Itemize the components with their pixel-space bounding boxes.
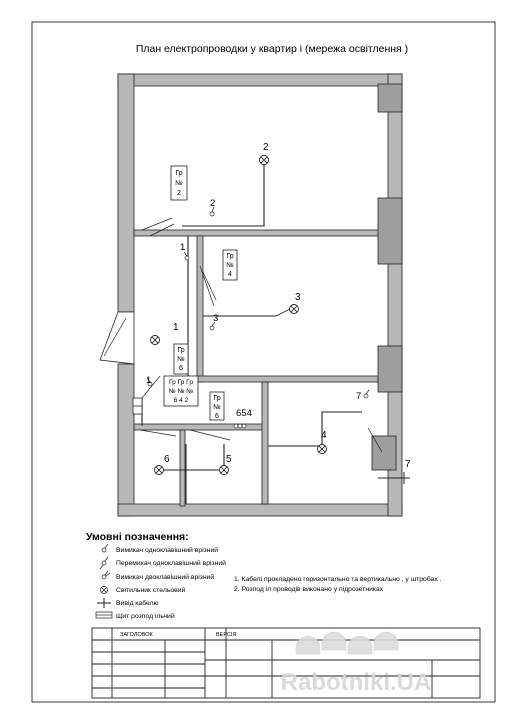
- svg-text:2: 2: [177, 190, 181, 197]
- ceiling-lamp-icon: [154, 465, 164, 475]
- triple-switch-icon: [233, 423, 247, 429]
- legend-label-3: Вимикач двоклавішний врізний: [116, 573, 214, 581]
- svg-text:№: №: [226, 262, 234, 269]
- single-switch-icon: [146, 377, 153, 387]
- switches: [146, 206, 370, 429]
- switch-label-2: 2: [210, 198, 215, 209]
- window-2: [377, 197, 403, 265]
- single-switch-icon: [183, 251, 190, 261]
- lamp-label-6: 6: [164, 454, 170, 465]
- legend-label-4: Світильник стельовий: [116, 586, 186, 594]
- group-box-gr6b: Гр № 6: [209, 391, 225, 421]
- notes: 1. Кабелі прокладено горизонтально та ве…: [234, 575, 442, 593]
- legend-label-2: Перемикач одноклавішний врізний: [116, 559, 226, 567]
- stamp-cell-b: ВЕРСІЯ: [216, 632, 236, 638]
- group-box-gr2: Гр № 2: [170, 165, 188, 201]
- cable-exit-icon: [97, 598, 111, 608]
- svg-text:4: 4: [228, 271, 232, 278]
- wiring-lines: [141, 162, 404, 504]
- title-block: [91, 627, 481, 699]
- distribution-board-icon: [95, 611, 113, 619]
- switch-label-1b: 1: [146, 375, 151, 386]
- svg-text:Гр: Гр: [213, 395, 220, 402]
- pass-switch-icon: [99, 556, 109, 570]
- lamp-label-2: 2: [263, 142, 269, 153]
- svg-text:Гр: Гр: [226, 253, 233, 260]
- svg-text:№: №: [175, 180, 183, 187]
- svg-text:6: 6: [179, 365, 183, 372]
- ceiling-lamps: [150, 155, 327, 475]
- group-box-gr642: Гр Гр Гр № № № 6 4 2: [163, 375, 199, 407]
- switch-label-1a: 1: [180, 242, 185, 253]
- interior-doors: [139, 217, 383, 453]
- single-switch-icon: [363, 389, 370, 399]
- legend-label-5: Вивід кабелю: [116, 599, 159, 607]
- ceiling-lamp-icon: [317, 444, 327, 454]
- window-3: [377, 345, 403, 393]
- legend-heading: Умовні позначення:: [86, 531, 189, 543]
- switch-label-654: 654: [236, 408, 252, 419]
- svg-text:6 4 2: 6 4 2: [174, 397, 189, 404]
- sheet-border: [31, 21, 496, 703]
- title-block-text: ЗАГОЛОВОК ВЕРСІЯ: [120, 632, 236, 638]
- switch-numbers: 1 2 3 1 7 654: [146, 198, 361, 419]
- svg-text:№: №: [213, 404, 221, 411]
- legend-label-1: Вимикач одноклавішний врізний: [116, 546, 218, 554]
- ceiling-lamp-icon: [100, 586, 108, 594]
- exit-label: 7: [405, 459, 411, 470]
- double-switch-icon: [101, 570, 111, 580]
- stamp-cell-a: ЗАГОЛОВОК: [120, 632, 154, 638]
- watermark-logo: Rabotniki.UA: [281, 631, 432, 696]
- single-switch-icon: [101, 543, 109, 553]
- lamp-label-4: 4: [321, 430, 327, 441]
- lamp-numbers: 1 2 3 4 5 6: [164, 142, 327, 465]
- ceiling-lamp-icon: [289, 304, 299, 314]
- apartment-walls: [117, 73, 403, 517]
- note-2: 2. Розпод іл проводів виконано у підрозе…: [234, 585, 384, 593]
- distribution-board: [132, 397, 143, 415]
- lamp-label-3: 3: [295, 292, 301, 303]
- group-box-gr6a: Гр № 6: [173, 343, 189, 375]
- legend-icons: [95, 543, 113, 619]
- svg-text:6: 6: [215, 413, 219, 420]
- switch-label-7: 7: [356, 391, 361, 402]
- lamp-label-5: 5: [226, 454, 232, 465]
- windows: [371, 83, 403, 471]
- svg-text:№: №: [177, 356, 185, 363]
- svg-text:Гр: Гр: [177, 347, 184, 354]
- ceiling-lamp-icon: [150, 335, 160, 345]
- svg-text:Гр Гр Гр: Гр Гр Гр: [169, 379, 193, 386]
- single-switch-icon: [209, 321, 216, 331]
- ceiling-lamp-icon: [259, 155, 269, 165]
- watermark-text: Rabotniki.UA: [281, 669, 432, 696]
- cable-exit-icon: [398, 472, 410, 484]
- note-1: 1. Кабелі прокладено горизонтально та ве…: [234, 575, 442, 583]
- legend-labels: Вимикач одноклавішний врізний Перемикач …: [116, 546, 226, 620]
- switch-label-3: 3: [213, 313, 218, 324]
- plan-title: План електропроводки у квартир і (мережа…: [136, 43, 408, 55]
- svg-text:№ № №: № № №: [169, 388, 194, 395]
- single-switch-icon: [209, 206, 215, 217]
- legend-label-6: Щит розпод ільчий: [116, 612, 175, 620]
- window-1: [377, 83, 403, 113]
- entrance-door: [99, 311, 135, 365]
- ceiling-lamp-icon: [219, 465, 229, 475]
- lamp-label-1: 1: [173, 322, 179, 333]
- svg-text:Гр: Гр: [175, 170, 182, 177]
- group-box-gr4: Гр № 4: [222, 249, 238, 281]
